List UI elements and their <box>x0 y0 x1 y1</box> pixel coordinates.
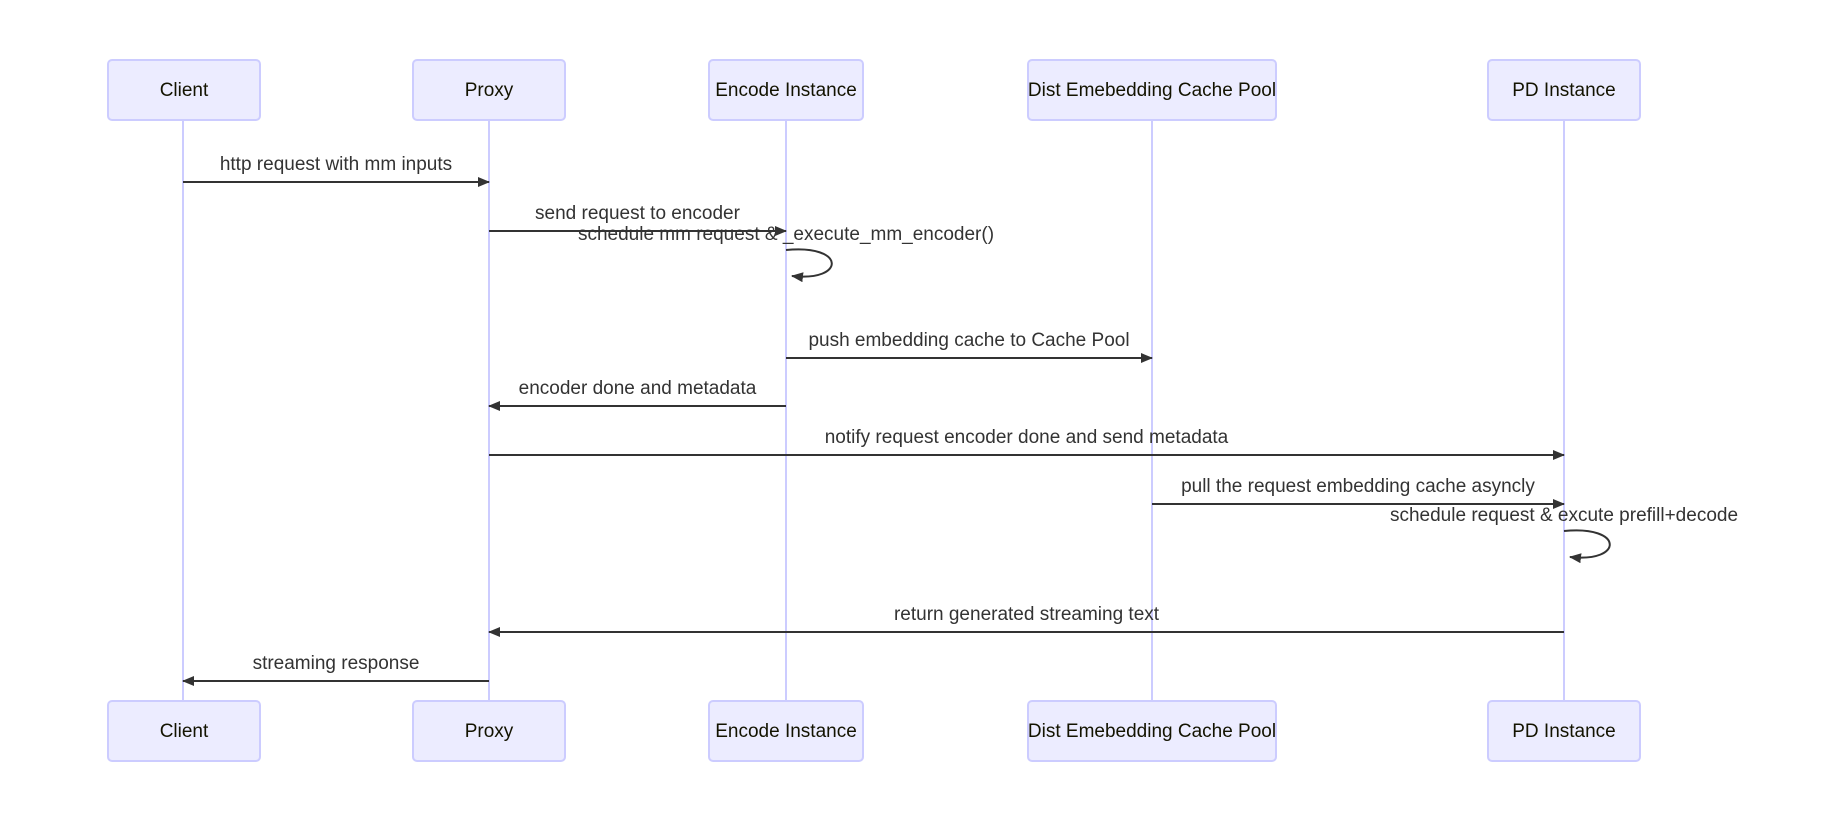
message-m7[interactable]: pull the request embedding cache asyncly <box>1152 476 1565 509</box>
actor-label-pd-bottom: PD Instance <box>1512 721 1616 742</box>
lifelines-layer <box>182 120 1565 701</box>
message-m2[interactable]: send request to encoder <box>489 203 787 236</box>
actor-encode-top[interactable]: Encode Instance <box>708 59 864 121</box>
message-label-m3: schedule mm request & _execute_mm_encode… <box>578 224 994 245</box>
actor-label-encode-bottom: Encode Instance <box>715 721 857 742</box>
message-m5[interactable]: encoder done and metadata <box>488 378 786 411</box>
message-label-m2: send request to encoder <box>535 203 741 224</box>
message-m3[interactable]: schedule mm request & _execute_mm_encode… <box>578 224 994 283</box>
actor-box-cachepool-top[interactable] <box>1027 59 1277 121</box>
actor-box-client-top[interactable] <box>107 59 261 121</box>
message-label-m6: notify request encoder done and send met… <box>825 427 1229 448</box>
actor-box-proxy-top[interactable] <box>412 59 566 121</box>
message-label-m4: push embedding cache to Cache Pool <box>808 330 1129 351</box>
actor-cachepool-bottom[interactable]: Dist Emebedding Cache Pool <box>1027 700 1277 762</box>
actors-bottom-layer: Client Proxy Encode Instance Dist Emebeddin… <box>107 700 1641 762</box>
actor-label-proxy-bottom: Proxy <box>465 721 514 742</box>
actor-encode-bottom[interactable]: Encode Instance <box>708 700 864 762</box>
message-label-m10: streaming response <box>253 653 420 674</box>
actor-label-encode-top: Encode Instance <box>715 80 857 101</box>
message-label-m1: http request with mm inputs <box>220 154 452 175</box>
actors-top-layer: Client Proxy Encode Instance Dist Emebeddin… <box>107 59 1641 121</box>
actor-label-cachepool-bottom: Dist Emebedding Cache Pool <box>1028 721 1276 742</box>
actor-box-encode-top[interactable] <box>708 59 864 121</box>
actor-cachepool-top[interactable]: Dist Emebedding Cache Pool <box>1027 59 1277 121</box>
messages-layer: http request with mm inputs send request … <box>182 154 1738 686</box>
message-m10[interactable]: streaming response <box>182 653 489 686</box>
actor-client-bottom[interactable]: Client <box>107 700 261 762</box>
message-m4[interactable]: push embedding cache to Cache Pool <box>786 330 1153 363</box>
message-m8[interactable]: schedule request & excute prefill+decode <box>1390 505 1738 564</box>
actor-pd-top[interactable]: PD Instance <box>1487 59 1641 121</box>
message-label-m9: return generated streaming text <box>894 604 1160 625</box>
actor-box-proxy-bottom[interactable] <box>412 700 566 762</box>
actor-label-pd-top: PD Instance <box>1512 80 1616 101</box>
actor-label-proxy-top: Proxy <box>465 80 514 101</box>
actor-client-top[interactable]: Client <box>107 59 261 121</box>
message-m9[interactable]: return generated streaming text <box>488 604 1564 637</box>
message-label-m7: pull the request embedding cache asyncly <box>1181 476 1535 497</box>
message-label-m5: encoder done and metadata <box>519 378 757 399</box>
actor-box-pd-top[interactable] <box>1487 59 1641 121</box>
actor-proxy-top[interactable]: Proxy <box>412 59 566 121</box>
actor-box-encode-bottom[interactable] <box>708 700 864 762</box>
actor-label-client-top: Client <box>160 80 209 101</box>
message-m6[interactable]: notify request encoder done and send met… <box>489 427 1565 460</box>
actor-box-pd-bottom[interactable] <box>1487 700 1641 762</box>
actor-label-client-bottom: Client <box>160 721 209 742</box>
actor-pd-bottom[interactable]: PD Instance <box>1487 700 1641 762</box>
message-label-m8: schedule request & excute prefill+decode <box>1390 505 1738 526</box>
actor-label-cachepool-top: Dist Emebedding Cache Pool <box>1028 80 1276 101</box>
actor-box-cachepool-bottom[interactable] <box>1027 700 1277 762</box>
message-loop-m8 <box>1563 529 1611 564</box>
message-loop-m3 <box>785 248 833 283</box>
actor-box-client-bottom[interactable] <box>107 700 261 762</box>
actor-proxy-bottom[interactable]: Proxy <box>412 700 566 762</box>
message-m1[interactable]: http request with mm inputs <box>183 154 490 187</box>
